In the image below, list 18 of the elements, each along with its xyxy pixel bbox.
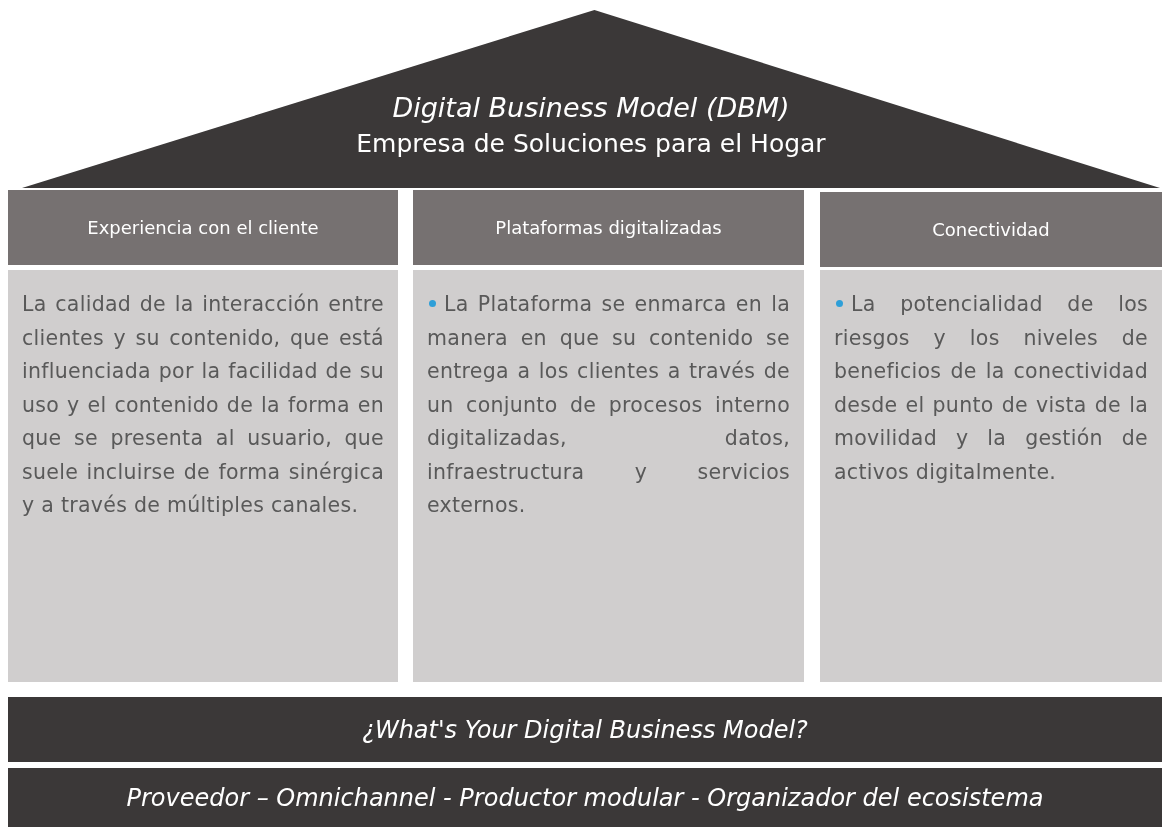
- description-text: La Plataforma se enmarca en la manera en que su contenido se entrega a los clientes a través de un conjunto de procesos interno digitalizadas, datos, infraestructura y servicios externos.: [427, 291, 790, 519]
- roof-title: Digital Business Model (DBM): [392, 92, 790, 123]
- description-text: La potencialidad de los riesgos y los niveles de beneficios de la conectividad desde el punto de vista de la movilidad y la gestión de activos digitalmente.: [834, 291, 1148, 486]
- column-title: Plataformas digitalizadas: [495, 217, 722, 238]
- description-text: La calidad de la interacción entre clientes y su contenido, que está influenciada por la facilidad de su uso y el contenido de la forma en que se presenta al usuario, que suele incluirse de forma sinérgica y a través de múltiples canales.: [22, 291, 384, 519]
- column-header: [820, 192, 1162, 267]
- column-title: Experiencia con el cliente: [87, 217, 319, 238]
- column-body-panel: [820, 270, 1162, 682]
- roof-subtitle: Empresa de Soluciones para el Hogar: [356, 129, 826, 158]
- column-title: Conectividad: [932, 219, 1050, 240]
- foundation-bar: [8, 768, 1162, 827]
- bar-text: ¿What's Your Digital Business Model?: [362, 715, 808, 744]
- foundation-bar: [8, 697, 1162, 762]
- column-header: [413, 190, 804, 265]
- column-header: [8, 190, 398, 265]
- bar-text: Proveedor – Omnichannel - Productor modular - Organizador del ecosistema: [126, 783, 1044, 812]
- column-body-panel: [413, 270, 804, 682]
- column-body-panel: [8, 270, 398, 682]
